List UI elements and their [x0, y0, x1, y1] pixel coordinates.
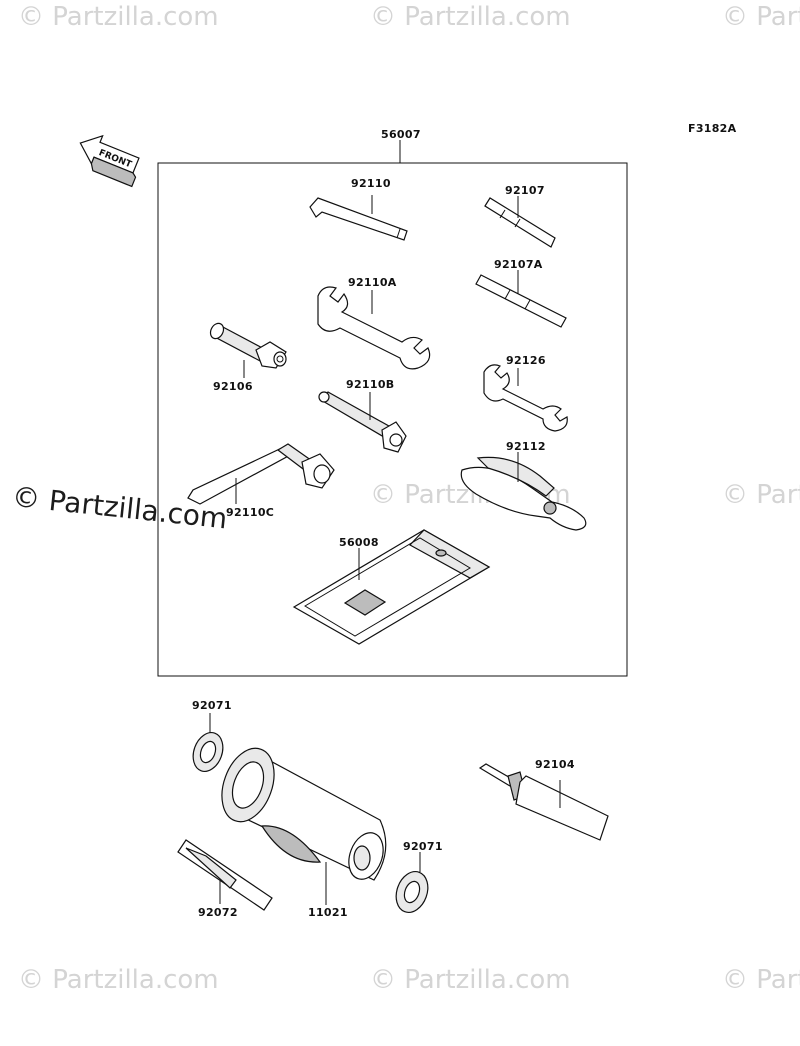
socket-wrench-92110C: [187, 443, 335, 505]
hex-key-92110: [309, 195, 408, 241]
part-label-92110A[interactable]: 92110A: [348, 276, 397, 289]
washer-92071-upper: [192, 713, 224, 772]
washer-92071-lower: [395, 852, 429, 913]
screwdriver-92107: [484, 196, 556, 248]
watermark-top-left: © Partzilla.com: [18, 2, 219, 32]
part-label-92071-upper[interactable]: 92071: [192, 699, 232, 712]
tool-bag-56008: [292, 529, 491, 645]
watermark-top-right: © Partzilla.com: [722, 2, 800, 32]
part-label-56007[interactable]: 56007: [381, 128, 421, 141]
part-label-92107A[interactable]: 92107A: [494, 258, 543, 271]
diagram-code: F3182A: [688, 122, 737, 135]
part-label-92112[interactable]: 92112: [506, 440, 546, 453]
air-filter-element-11021: [221, 747, 387, 905]
part-label-92106[interactable]: 92106: [213, 380, 253, 393]
watermark-bottom-left: © Partzilla.com: [18, 965, 219, 995]
pliers-92112: [460, 452, 587, 531]
part-label-92107[interactable]: 92107: [505, 184, 545, 197]
part-label-92110B[interactable]: 92110B: [346, 378, 395, 391]
tool-kit-frame: [157, 162, 628, 677]
watermark-middle-right: © Partzilla.com: [722, 480, 800, 510]
watermark-bottom-center: © Partzilla.com: [370, 965, 571, 995]
part-label-92110[interactable]: 92110: [351, 177, 391, 190]
wrench-92126: [483, 364, 568, 432]
socket-wrench-92110B: [318, 391, 407, 453]
bond-tube-92104: [478, 763, 609, 841]
part-label-92071-lower[interactable]: 92071: [403, 840, 443, 853]
part-label-92104[interactable]: 92104: [535, 758, 575, 771]
screwdriver-92107A: [475, 270, 567, 328]
part-label-11021[interactable]: 11021: [308, 906, 348, 919]
watermark-bottom-right: © Partzilla.com: [722, 965, 800, 995]
part-label-56008[interactable]: 56008: [339, 536, 379, 549]
front-arrow-icon: FRONT: [79, 134, 140, 188]
part-label-92072[interactable]: 92072: [198, 906, 238, 919]
part-label-92126[interactable]: 92126: [506, 354, 546, 367]
part-label-92110C[interactable]: 92110C: [226, 506, 275, 519]
bracket-92072: [177, 839, 273, 911]
socket-92106: [209, 322, 287, 378]
wrench-92110A: [317, 286, 431, 370]
watermark-top-center: © Partzilla.com: [370, 2, 571, 32]
